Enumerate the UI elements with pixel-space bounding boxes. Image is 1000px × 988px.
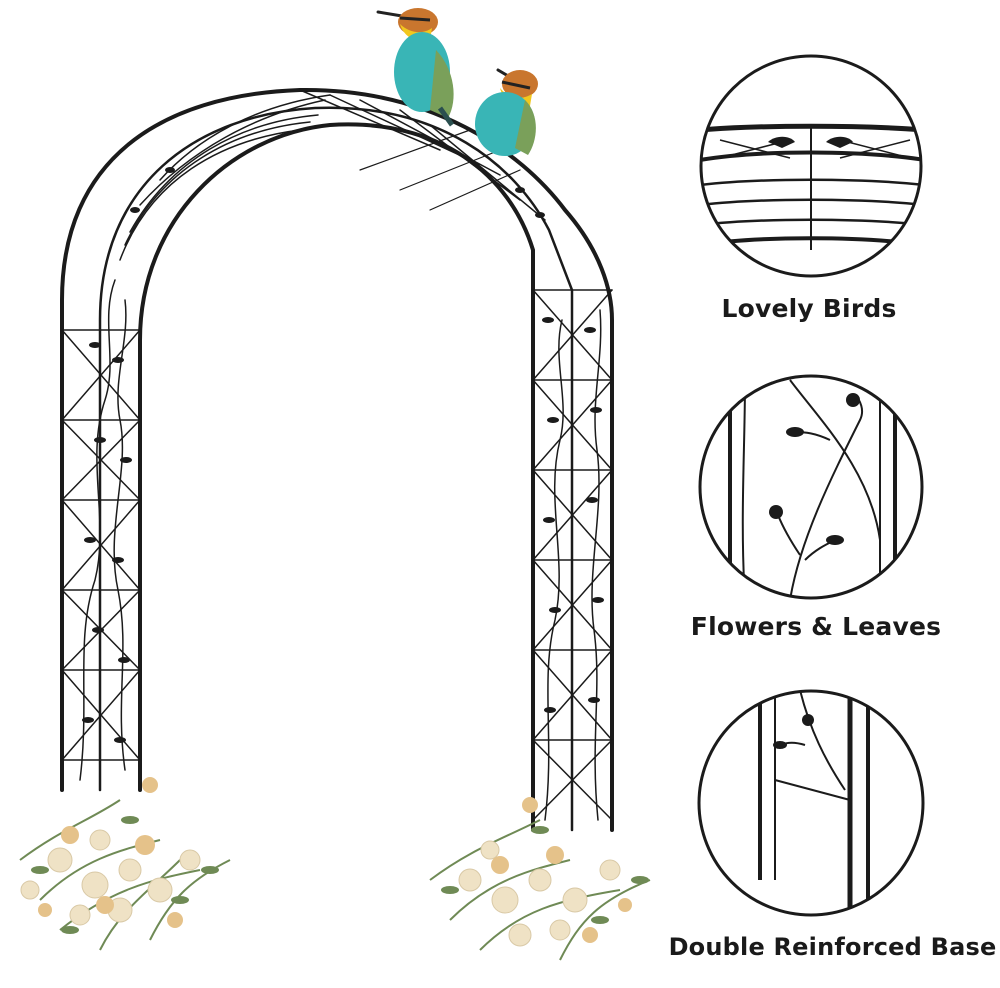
garden-arch <box>60 87 614 832</box>
reinforced-base-closeup-icon <box>697 689 925 917</box>
flowers-leaves-closeup-icon <box>698 374 924 600</box>
bird-right <box>475 68 538 156</box>
flower-bouquet-left <box>19 777 231 951</box>
feature-caption-base: Double Reinforced Base <box>668 933 997 961</box>
arch-leaves <box>82 167 604 743</box>
feature-caption-flowers: Flowers & Leaves <box>690 612 942 641</box>
bird-left <box>376 8 455 127</box>
feature-caption-birds: Lovely Birds <box>721 294 897 323</box>
flower-bouquet-right <box>429 797 651 961</box>
birds-closeup-icon <box>699 54 923 278</box>
